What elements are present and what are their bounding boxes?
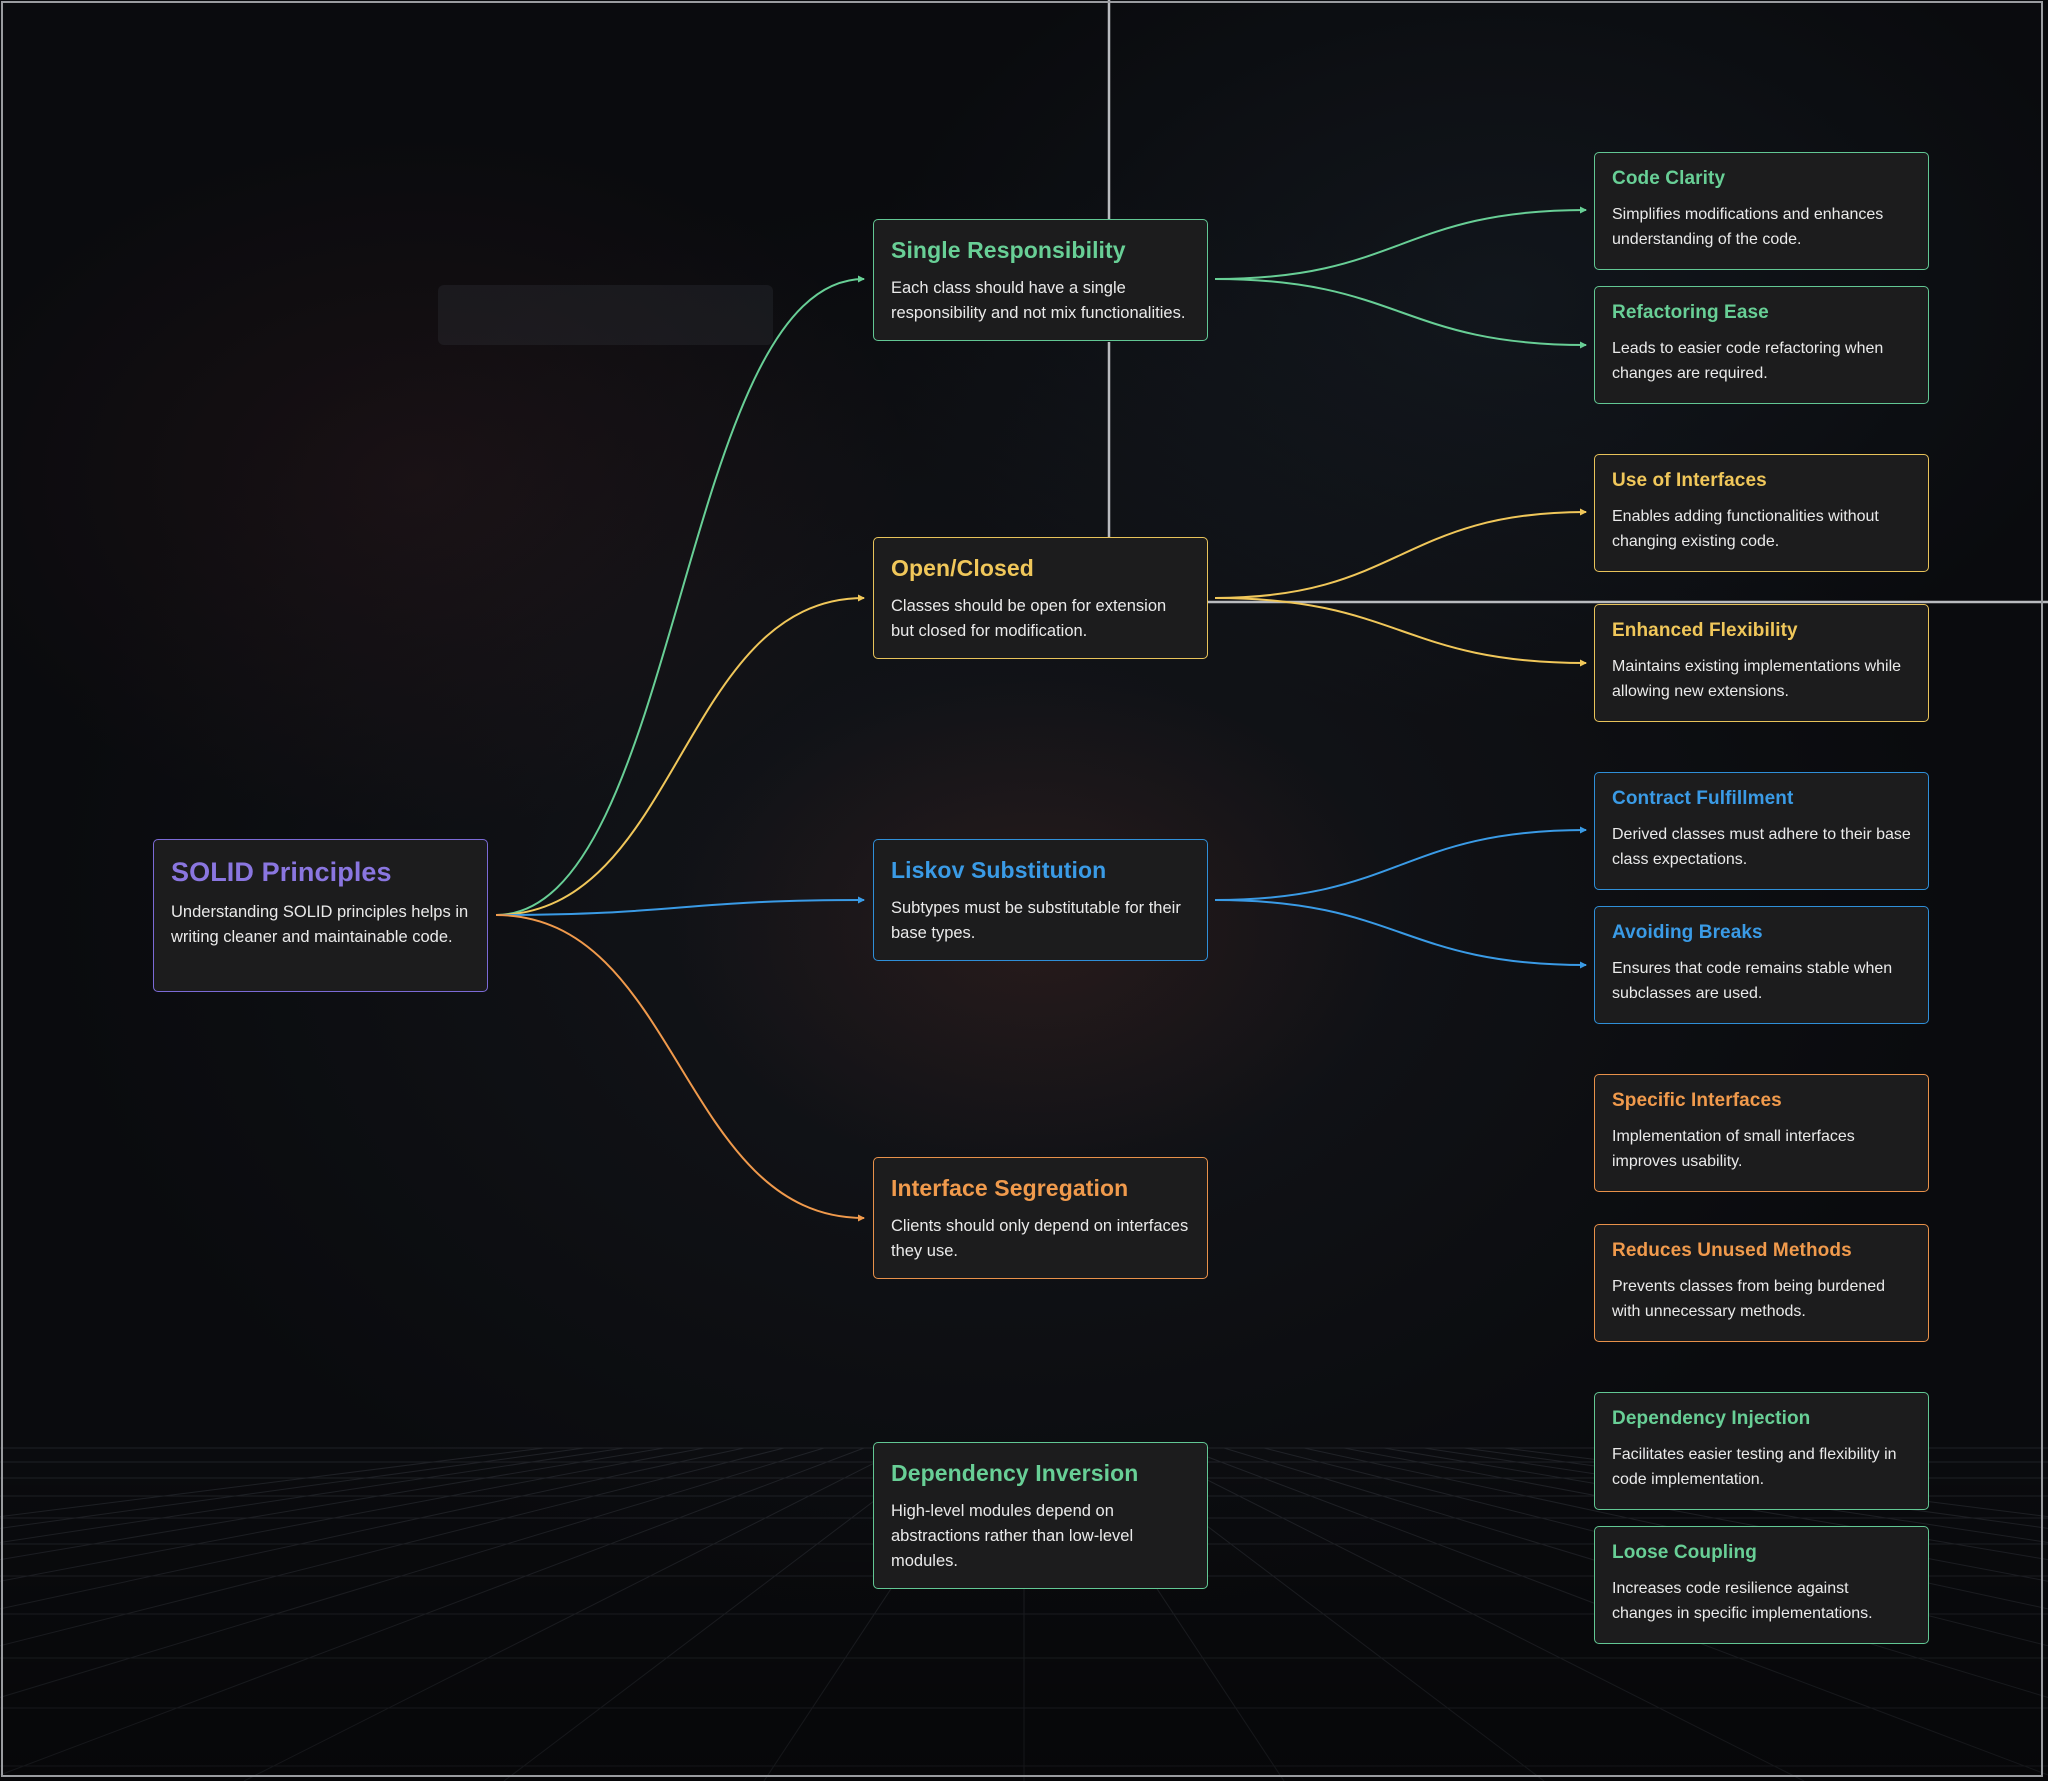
dependency-injection-title: Dependency Injection xyxy=(1612,1408,1811,1429)
refactoring-ease-desc: Leads to easier code refactoring when ch… xyxy=(1612,340,1884,382)
edge-root-single-responsibility-arrowhead xyxy=(858,275,865,283)
node-single-responsibility[interactable]: Single Responsibility Each class should … xyxy=(873,219,1208,341)
node-open-closed[interactable]: Open/Closed Classes should be open for e… xyxy=(873,537,1208,659)
root-title: SOLID Principles xyxy=(171,857,392,887)
loose-coupling-desc: Increases code resilience against change… xyxy=(1612,1580,1873,1622)
node-refactoring-ease[interactable]: Refactoring Ease Leads to easier code re… xyxy=(1594,286,1929,404)
open-closed-title: Open/Closed xyxy=(891,555,1034,581)
root-desc: Understanding SOLID principles helps in … xyxy=(171,903,469,946)
edge-open-closed-enhanced-flexibility xyxy=(1214,597,1587,664)
use-of-interfaces-title: Use of Interfaces xyxy=(1612,470,1767,491)
edge-liskov-contract-fulfillment-arrowhead xyxy=(1580,826,1587,834)
ghost-placeholder xyxy=(438,285,773,345)
edge-single-responsibility-code-clarity-arrowhead xyxy=(1580,206,1587,214)
use-of-interfaces-desc: Enables adding functionalities without c… xyxy=(1612,508,1879,550)
dependency-injection-desc: Facilitates easier testing and flexibili… xyxy=(1612,1446,1897,1488)
enhanced-flexibility-title: Enhanced Flexibility xyxy=(1612,620,1798,641)
interface-segregation-title: Interface Segregation xyxy=(891,1175,1129,1201)
node-enhanced-flexibility[interactable]: Enhanced Flexibility Maintains existing … xyxy=(1594,604,1929,722)
code-clarity-desc: Simplifies modifications and enhances un… xyxy=(1612,206,1884,248)
edge-root-interface-segregation xyxy=(495,914,865,1219)
edges xyxy=(495,206,1587,1222)
node-avoiding-breaks[interactable]: Avoiding Breaks Ensures that code remain… xyxy=(1594,906,1929,1024)
interface-segregation-desc: Clients should only depend on interfaces… xyxy=(891,1217,1189,1260)
edge-single-responsibility-code-clarity xyxy=(1214,209,1587,280)
edge-single-responsibility-refactoring-ease xyxy=(1214,278,1587,346)
edge-open-closed-use-of-interfaces xyxy=(1214,511,1587,599)
single-responsibility-desc: Each class should have a single responsi… xyxy=(891,279,1186,322)
reduces-unused-methods-title: Reduces Unused Methods xyxy=(1612,1240,1852,1261)
guide-lines xyxy=(1107,0,2048,604)
dependency-inversion-desc: High-level modules depend on abstraction… xyxy=(891,1502,1134,1570)
loose-coupling-title: Loose Coupling xyxy=(1612,1542,1757,1563)
node-loose-coupling[interactable]: Loose Coupling Increases code resilience… xyxy=(1594,1526,1929,1644)
node-reduces-unused-methods[interactable]: Reduces Unused Methods Prevents classes … xyxy=(1594,1224,1929,1342)
refactoring-ease-title: Refactoring Ease xyxy=(1612,302,1769,323)
reduces-unused-methods-desc: Prevents classes from being burdened wit… xyxy=(1612,1278,1886,1320)
liskov-substitution-title: Liskov Substitution xyxy=(891,857,1107,883)
node-dependency-injection[interactable]: Dependency Injection Facilitates easier … xyxy=(1594,1392,1929,1510)
contract-fulfillment-title: Contract Fulfillment xyxy=(1612,788,1794,809)
single-responsibility-title: Single Responsibility xyxy=(891,237,1126,263)
edge-root-single-responsibility xyxy=(495,278,865,916)
edge-root-liskov-arrowhead xyxy=(858,896,865,904)
node-dependency-inversion[interactable]: Dependency Inversion High-level modules … xyxy=(873,1442,1208,1589)
enhanced-flexibility-desc: Maintains existing implementations while… xyxy=(1612,658,1902,700)
open-closed-desc: Classes should be open for extension but… xyxy=(891,597,1167,640)
liskov-substitution-desc: Subtypes must be substitutable for their… xyxy=(891,899,1181,942)
root-node[interactable]: SOLID Principles Understanding SOLID pri… xyxy=(153,839,488,992)
node-liskov-substitution[interactable]: Liskov Substitution Subtypes must be sub… xyxy=(873,839,1208,961)
node-use-of-interfaces[interactable]: Use of Interfaces Enables adding functio… xyxy=(1594,454,1929,572)
edge-open-closed-enhanced-flexibility-arrowhead xyxy=(1580,659,1587,667)
edge-root-liskov xyxy=(495,899,865,916)
node-code-clarity[interactable]: Code Clarity Simplifies modifications an… xyxy=(1594,152,1929,270)
avoiding-breaks-title: Avoiding Breaks xyxy=(1612,922,1763,943)
edge-open-closed-use-of-interfaces-arrowhead xyxy=(1580,508,1587,516)
edge-root-open-closed xyxy=(495,597,865,916)
edge-liskov-contract-fulfillment xyxy=(1214,829,1587,901)
node-specific-interfaces[interactable]: Specific Interfaces Implementation of sm… xyxy=(1594,1074,1929,1192)
node-contract-fulfillment[interactable]: Contract Fulfillment Derived classes mus… xyxy=(1594,772,1929,890)
avoiding-breaks-desc: Ensures that code remains stable when su… xyxy=(1612,960,1893,1002)
dependency-inversion-title: Dependency Inversion xyxy=(891,1460,1139,1486)
specific-interfaces-title: Specific Interfaces xyxy=(1612,1090,1782,1111)
code-clarity-title: Code Clarity xyxy=(1612,168,1726,189)
specific-interfaces-desc: Implementation of small interfaces impro… xyxy=(1612,1128,1855,1170)
contract-fulfillment-desc: Derived classes must adhere to their bas… xyxy=(1612,826,1911,868)
edge-liskov-avoiding-breaks-arrowhead xyxy=(1580,961,1587,969)
node-interface-segregation[interactable]: Interface Segregation Clients should onl… xyxy=(873,1157,1208,1279)
edge-root-interface-segregation-arrowhead xyxy=(858,1214,865,1222)
edge-root-open-closed-arrowhead xyxy=(858,594,865,602)
edge-liskov-avoiding-breaks xyxy=(1214,899,1587,966)
edge-single-responsibility-refactoring-ease-arrowhead xyxy=(1580,341,1587,349)
